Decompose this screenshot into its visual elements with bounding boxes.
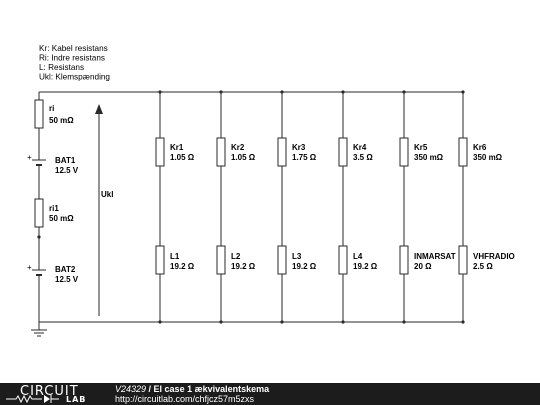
plus-sign: + [27, 263, 32, 272]
cable-resistor-value: 1.05 Ω [231, 153, 256, 162]
logo-circuit-text: CIRCUIT [20, 384, 79, 399]
battery-branch: ri 50 mΩ + BAT1 12.5 V ri1 50 mΩ + [27, 92, 79, 337]
cable-resistor-name: Kr5 [414, 143, 428, 152]
load-resistor-value: 20 Ω [414, 262, 432, 271]
load-resistor-value: 2.5 Ω [473, 262, 493, 271]
load-resistor [399, 245, 409, 275]
battery-bat1: + [27, 153, 46, 166]
cable-resistor-value: 3.5 Ω [353, 153, 373, 162]
junction-node [280, 320, 284, 324]
schematic-diagram: Kr: Kabel resistans Ri: Indre resistans … [27, 44, 515, 337]
load-resistor-value: 19.2 Ω [292, 262, 317, 271]
junction-node [158, 320, 162, 324]
cable-resistor-value: 350 mΩ [473, 153, 503, 162]
load-resistor-name: VHFRADIO [473, 252, 515, 261]
junction-node [158, 90, 162, 94]
legend-line: Ukl: Klemspænding [39, 73, 110, 82]
battery-bat2-value: 12.5 V [55, 275, 79, 284]
resistor-ri-name: ri [49, 104, 54, 113]
cable-resistor [216, 137, 226, 167]
cable-resistor-name: Kr3 [292, 143, 306, 152]
logo-lab-text: LAB [66, 395, 87, 404]
resistor-ri-value: 50 mΩ [49, 116, 74, 125]
battery-bat1-value: 12.5 V [55, 166, 79, 175]
resistor-ri1-name: ri1 [49, 204, 59, 213]
load-resistor [277, 245, 287, 275]
ground-symbol [31, 329, 47, 337]
project-name: El case 1 ækvivalentskema [153, 384, 270, 394]
cable-resistor-name: Kr6 [473, 143, 487, 152]
title-separator: / [146, 384, 154, 394]
junction-node [341, 90, 345, 94]
cable-resistor [399, 137, 409, 167]
project-id: V24329 [115, 384, 147, 394]
battery-bat2: + [27, 263, 46, 276]
legend-line: Kr: Kabel resistans [39, 44, 108, 53]
resistor-ri1 [34, 198, 44, 228]
cable-resistor [338, 137, 348, 167]
load-resistor-value: 19.2 Ω [231, 262, 256, 271]
load-resistor-name: INMARSAT [414, 252, 456, 261]
legend-line: L: Resistans [39, 63, 84, 72]
legend-line: Ri: Indre resistans [39, 54, 105, 63]
schematic-canvas: Kr: Kabel resistans Ri: Indre resistans … [27, 44, 515, 337]
cable-resistor-value: 1.05 Ω [170, 153, 195, 162]
load-resistor [216, 245, 226, 275]
resistor-ri1-value: 50 mΩ [49, 214, 74, 223]
cable-resistor [458, 137, 468, 167]
plus-sign: + [27, 153, 32, 162]
cable-resistor-value: 350 mΩ [414, 153, 444, 162]
project-title[interactable]: V24329 / El case 1 ækvivalentskema [115, 384, 269, 394]
junction-node [219, 90, 223, 94]
circuitlab-logo[interactable]: CIRCUIT LAB [6, 384, 100, 404]
battery-bat2-name: BAT2 [55, 265, 76, 274]
load-resistor-value: 19.2 Ω [170, 262, 195, 271]
junction-node [37, 235, 41, 239]
junction-node [280, 90, 284, 94]
resistor-ri [34, 99, 44, 129]
voltage-arrow: Ukl [95, 104, 113, 316]
junction-node [341, 320, 345, 324]
junction-node [461, 320, 465, 324]
load-resistor [458, 245, 468, 275]
load-resistor [155, 245, 165, 275]
battery-bat1-name: BAT1 [55, 156, 76, 165]
load-resistor-value: 19.2 Ω [353, 262, 378, 271]
junction-node [219, 320, 223, 324]
cable-resistor [277, 137, 287, 167]
load-resistor-name: L2 [231, 252, 241, 261]
load-resistor [338, 245, 348, 275]
voltage-label: Ukl [101, 190, 113, 199]
cable-resistor-name: Kr1 [170, 143, 184, 152]
arrow-head-icon [95, 104, 103, 114]
load-resistor-name: L1 [170, 252, 180, 261]
cable-resistor-value: 1.75 Ω [292, 153, 317, 162]
logo-circuit-icon [6, 394, 59, 404]
project-url-link[interactable]: http://circuitlab.com/chfjcz57m5zxs [115, 394, 255, 404]
junction-node [461, 90, 465, 94]
cable-resistor-name: Kr2 [231, 143, 245, 152]
cable-resistor-name: Kr4 [353, 143, 367, 152]
footer-bar: CIRCUIT LAB V24329 / El case 1 ækvivalen… [0, 383, 540, 405]
junction-node [402, 90, 406, 94]
load-resistor-name: L4 [353, 252, 363, 261]
load-resistor-name: L3 [292, 252, 302, 261]
cable-resistor [155, 137, 165, 167]
legend: Kr: Kabel resistans Ri: Indre resistans … [39, 44, 110, 82]
junction-node [402, 320, 406, 324]
